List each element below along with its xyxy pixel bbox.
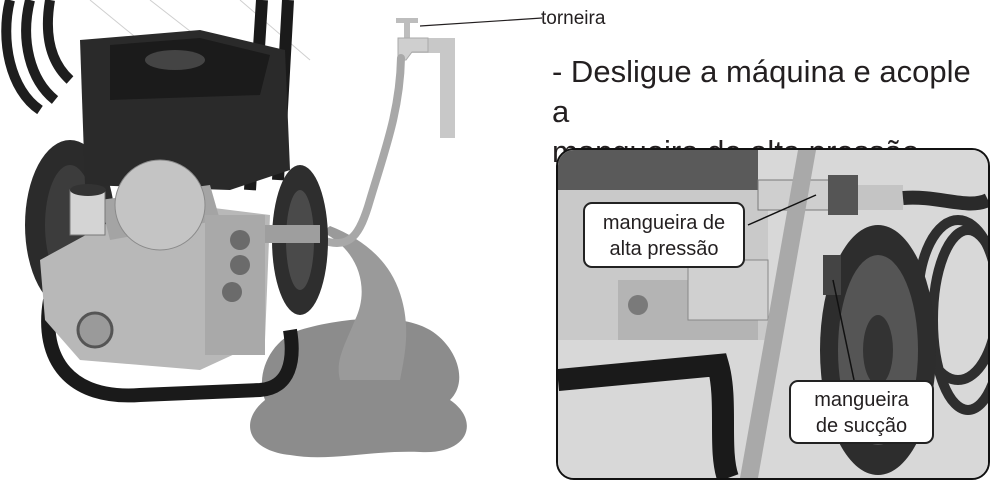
high-pressure-leader	[747, 194, 817, 226]
callout-suction-line-2: de sucção	[815, 415, 908, 437]
oil-cap	[69, 189, 106, 236]
callout-suction-line-1: mangueira	[814, 389, 909, 411]
sight-glass	[76, 311, 114, 349]
water-stream	[322, 226, 407, 380]
inset-vertical-pipe	[740, 150, 816, 478]
inset-detail: mangueira de alta pressão mangueira de s…	[556, 148, 990, 480]
outlet-coupling	[265, 225, 320, 243]
callout-suction-hose: mangueira de sucção	[789, 380, 934, 444]
tap-leader-line	[420, 17, 543, 27]
garden-hose	[318, 54, 405, 248]
tap-label: torneira	[541, 8, 606, 29]
frame-loop	[41, 298, 299, 403]
instruction-line-1: - Desligue a máquina e acople a	[552, 54, 971, 129]
coiled-hose	[1, 0, 74, 115]
inset-suction-inlet	[823, 255, 841, 295]
washer-illustration	[1, 0, 467, 458]
inset-high-pressure-hose	[902, 190, 988, 211]
water-puddle	[250, 318, 467, 458]
tap-pipe	[440, 38, 455, 138]
callout-high-pressure-line-1: mangueira de	[602, 212, 726, 234]
suction-leader	[832, 279, 855, 381]
callout-high-pressure-hose: mangueira de alta pressão	[583, 202, 745, 268]
callout-high-pressure-line-2: alta pressão	[609, 238, 719, 260]
